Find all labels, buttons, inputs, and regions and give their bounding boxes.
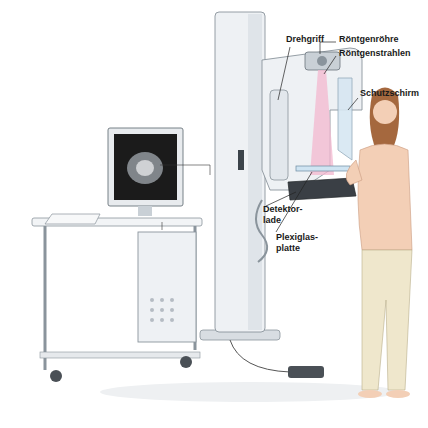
part-label: Röntgenröhre xyxy=(339,34,425,45)
part-label: Plexiglas- platte xyxy=(276,232,324,254)
part-label: Detektor- lade xyxy=(263,204,307,226)
part-label: Schutzschirm xyxy=(360,88,424,99)
part-label: Röntgenstrahlen xyxy=(339,48,425,59)
part-label: Drehgriff xyxy=(286,34,346,45)
